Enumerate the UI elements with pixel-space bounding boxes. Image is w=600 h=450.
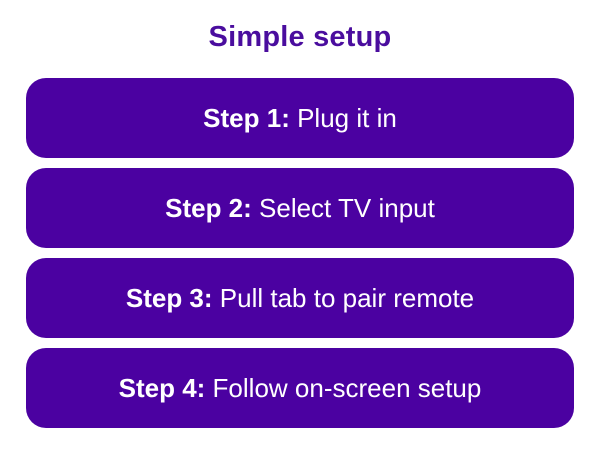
step-3-pill: Step 3: Pull tab to pair remote [26, 258, 574, 338]
step-2-text: Select TV input [251, 192, 435, 223]
step-1-label: Step 1: [203, 102, 290, 133]
step-2-pill: Step 2: Select TV input [26, 168, 574, 248]
steps-list: Step 1: Plug it in Step 2: Select TV inp… [26, 78, 574, 428]
step-4-label: Step 4: [118, 372, 206, 403]
step-4-text: Follow on-screen setup [205, 372, 482, 403]
step-2-label: Step 2: [165, 192, 252, 223]
step-1-text: Plug it in [289, 102, 397, 133]
page-title: Simple setup [208, 21, 392, 53]
step-4-pill: Step 4: Follow on-screen setup [26, 348, 574, 428]
step-3-label: Step 3: [125, 282, 213, 313]
step-1-pill: Step 1: Plug it in [26, 78, 574, 158]
step-3-text: Pull tab to pair remote [212, 282, 475, 313]
